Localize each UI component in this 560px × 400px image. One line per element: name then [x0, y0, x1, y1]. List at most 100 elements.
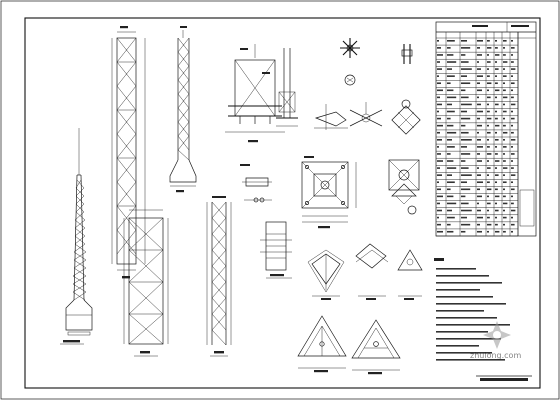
table-cell-mark [461, 82, 471, 85]
table-cell-mark [495, 47, 498, 49]
table-cell-mark [461, 174, 472, 176]
table-cell-mark [447, 153, 451, 155]
table-cell-mark [495, 174, 499, 176]
table-cell-mark [447, 47, 451, 49]
table-cell-mark [487, 40, 490, 42]
table-cell-mark [477, 61, 479, 63]
table-cell-mark [487, 61, 491, 63]
table-cell-mark [511, 223, 515, 226]
notes-line [436, 345, 479, 347]
table-cell-mark [503, 131, 508, 134]
table-cell-mark [477, 131, 479, 134]
base-triangle-right [351, 319, 401, 375]
table-cell-mark [437, 223, 441, 226]
small-bracket-detail [240, 164, 272, 203]
table-cell-mark [477, 188, 480, 191]
table-cell-mark [447, 167, 457, 169]
table-cell-mark [511, 202, 514, 205]
triangle-section-detail [388, 159, 420, 215]
ladder-detail [260, 221, 292, 279]
table-cell-mark [461, 68, 472, 70]
table-cell-mark [437, 195, 443, 198]
table-cell-mark [437, 110, 439, 113]
table-cell-mark [487, 153, 492, 155]
notes-line [436, 310, 484, 312]
table-cell-mark [511, 139, 516, 141]
table-cell-mark [477, 209, 481, 212]
table-cell-mark [461, 110, 467, 113]
table-cell-mark [487, 124, 489, 127]
notes-line [436, 352, 492, 354]
notes-heading [434, 258, 444, 261]
table-cell-mark [461, 230, 466, 233]
table-cell-mark [437, 61, 440, 63]
table-cell-mark [477, 216, 483, 219]
table-cell-mark [477, 54, 482, 56]
table-cell-mark [511, 75, 513, 77]
table-cell-mark [495, 188, 498, 191]
table-cell-mark [503, 75, 507, 77]
table-cell-mark [437, 40, 439, 42]
table-cell-mark [503, 47, 505, 49]
title-block [476, 375, 532, 381]
table-cell-mark [437, 68, 442, 70]
table-cell-mark [503, 181, 507, 184]
table-cell-mark [447, 174, 452, 176]
table-cell-mark [477, 47, 480, 49]
table-cell-mark [503, 61, 508, 63]
table-cell-mark [511, 131, 514, 134]
table-cell-mark [487, 82, 492, 85]
table-cell-mark [511, 174, 516, 176]
notes-line [436, 331, 488, 333]
table-cell-mark [447, 230, 454, 233]
table-cell-mark [461, 209, 472, 212]
table-cell-mark [461, 103, 472, 106]
table-cell-mark [447, 223, 451, 226]
table-cell-mark [487, 216, 490, 219]
cross-section-d [397, 249, 423, 300]
table-cell-mark [461, 188, 471, 191]
table-cell-mark [511, 110, 513, 113]
table-cell-mark [511, 230, 513, 233]
notes-line [436, 359, 505, 361]
table-cell-mark [495, 124, 500, 127]
table-cell-mark [461, 96, 469, 99]
table-cell-mark [437, 103, 442, 106]
table-cell-mark [461, 47, 471, 49]
table-cell-mark [495, 131, 497, 134]
table-cell-mark [487, 223, 492, 226]
table-cell-mark [461, 124, 466, 127]
table-cell-mark [495, 82, 498, 85]
table-cell-mark [511, 40, 513, 42]
table-cell-mark [447, 68, 452, 70]
table-cell-mark [487, 47, 492, 49]
table-cell-mark [495, 153, 498, 155]
table-cell-mark [477, 117, 480, 120]
table-cell-mark [461, 216, 467, 219]
table-cell-mark [461, 202, 469, 205]
table-cell-mark [437, 96, 440, 99]
table-cell-mark [477, 202, 479, 205]
base-detail-a [225, 44, 285, 143]
table-cell-mark [487, 230, 489, 233]
table-cell-mark [477, 68, 481, 70]
table-cell-mark [447, 202, 457, 205]
table-cell-mark [511, 216, 513, 219]
table-cell-mark [437, 117, 441, 120]
table-cell-mark [503, 40, 507, 42]
connector-detail-mid [349, 102, 383, 127]
table-cell-mark [447, 82, 451, 85]
table-cell-mark [495, 117, 498, 120]
table-cell-mark [461, 195, 466, 198]
table-cell-mark [437, 181, 439, 184]
table-cell-mark [487, 68, 489, 70]
watermark-logo: zhulong.com [470, 321, 521, 360]
table-cell-mark [437, 82, 441, 85]
table-cell-mark [437, 188, 441, 191]
table-cell-mark [477, 110, 483, 113]
table-cell-mark [511, 61, 514, 63]
table-cell-mark [503, 153, 505, 155]
table-cell-mark [447, 146, 455, 148]
table-cell-mark [477, 82, 480, 85]
